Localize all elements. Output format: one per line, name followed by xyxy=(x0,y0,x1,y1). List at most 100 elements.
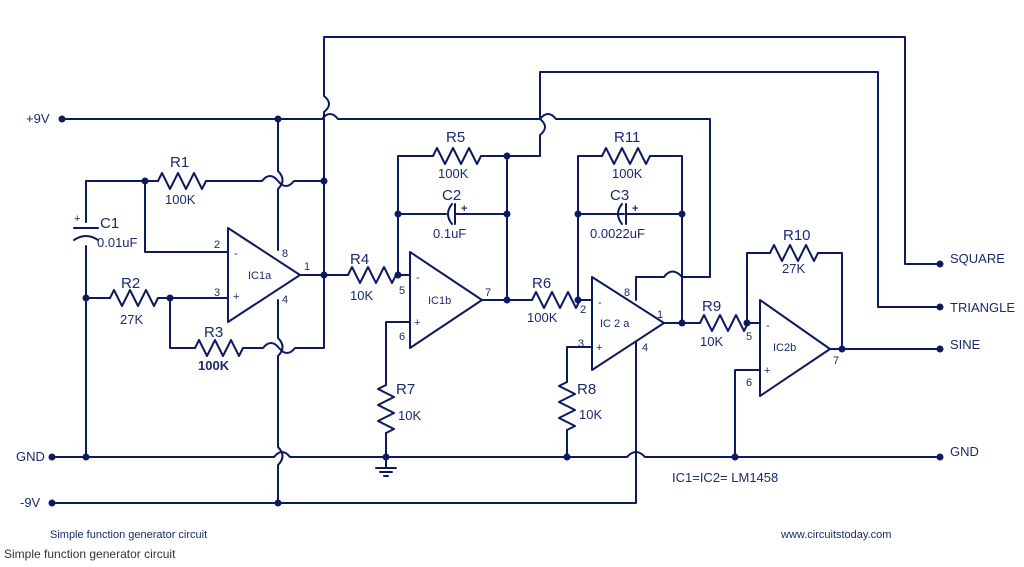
r9-value: 10K xyxy=(700,334,723,349)
rail-label-vneg: -9V xyxy=(20,495,41,510)
r11-left-wire xyxy=(577,155,603,301)
ic1a-supply-vneg xyxy=(277,299,284,504)
footer-title: Simple function generator circuit xyxy=(50,529,207,541)
c1-value: 0.01uF xyxy=(97,235,138,250)
c2-value: 0.1uF xyxy=(433,226,466,241)
resistor-r1 xyxy=(157,172,207,190)
r10-name: R10 xyxy=(783,227,811,244)
resistor-r3 xyxy=(194,339,244,357)
ic1a-pin-3: 3 xyxy=(214,287,220,299)
ic1a-inv-wire xyxy=(144,180,229,253)
r6-value: 100K xyxy=(527,310,558,325)
ic2b-label: IC2b xyxy=(773,342,796,354)
gnd-output-label: GND xyxy=(950,444,979,459)
triangle-terminal xyxy=(936,303,944,311)
triangle-label: TRIANGLE xyxy=(950,300,1015,315)
ic1b-label: IC1b xyxy=(428,295,451,307)
c1-name: C1 xyxy=(100,215,119,232)
ic1b-minus: - xyxy=(416,272,420,284)
rail-label-vpos: +9V xyxy=(26,111,50,126)
ic2b-minus: - xyxy=(766,320,770,332)
c3-value: 0.0022uF xyxy=(590,226,645,241)
sine-terminal xyxy=(936,345,944,353)
capacitor-c1: + xyxy=(73,213,99,241)
resistor-r11 xyxy=(601,147,651,165)
ic1a-label: IC1a xyxy=(248,270,272,282)
r7-name: R7 xyxy=(396,381,415,398)
c3-plus-sign: + xyxy=(632,203,638,215)
c1-plus-sign: + xyxy=(74,213,80,225)
rail-label-gnd: GND xyxy=(16,449,45,464)
triangle-output-wire xyxy=(506,71,941,308)
r1-value: 100K xyxy=(165,192,196,207)
resistor-r6 xyxy=(531,291,581,309)
ic1a-minus: - xyxy=(234,248,238,260)
resistor-r10 xyxy=(769,244,819,262)
ic2a-plus: + xyxy=(596,342,602,354)
resistor-r8 xyxy=(558,381,576,431)
r1-name: R1 xyxy=(170,154,189,171)
ic1b-pin-7: 7 xyxy=(485,287,491,299)
ic2a-supply-vpos xyxy=(635,270,711,278)
ic2b-plus: + xyxy=(764,365,770,377)
resistor-r4 xyxy=(347,266,397,284)
square-output-wire xyxy=(323,36,941,265)
r5-name: R5 xyxy=(446,129,465,146)
ic1a-pin-1: 1 xyxy=(304,261,310,273)
ic1a-supply-vpos xyxy=(277,118,284,251)
opamp-ic1b xyxy=(409,251,483,349)
r2-value: 27K xyxy=(120,312,143,327)
r10-right-wire xyxy=(817,252,843,350)
ic1b-pin-5: 5 xyxy=(399,285,405,297)
r2-name: R2 xyxy=(121,275,140,292)
sine-label: SINE xyxy=(950,337,981,352)
c2-plus-sign: + xyxy=(461,203,467,215)
c2-name: C2 xyxy=(442,187,461,204)
ic2a-pin-1: 1 xyxy=(657,309,663,321)
opamp-ic2a xyxy=(591,276,665,371)
r3-right-wire xyxy=(242,118,325,354)
r10-left-wire xyxy=(746,252,771,324)
ic1a-pin-2: 2 xyxy=(214,239,220,251)
r3-value: 100K xyxy=(198,358,230,373)
resistor-r7 xyxy=(377,384,395,434)
resistor-r9 xyxy=(699,314,749,332)
r5-value: 100K xyxy=(438,166,469,181)
r4-value: 10K xyxy=(350,288,373,303)
r11-right-wire xyxy=(649,155,683,323)
c3-name: C3 xyxy=(610,187,629,204)
capacitor-c2 xyxy=(447,203,456,225)
ic2a-pin-3: 3 xyxy=(578,338,584,350)
square-terminal xyxy=(936,260,944,268)
r3-left-wire xyxy=(169,297,196,349)
r8-name: R8 xyxy=(577,381,596,398)
ic2b-pin-5: 5 xyxy=(746,331,752,343)
ic1b-plus: + xyxy=(414,317,420,329)
opamp-ic2b xyxy=(759,299,831,397)
resistor-r2 xyxy=(109,289,159,307)
image-caption: Simple function generator circuit xyxy=(4,547,176,561)
ic1a-plus: + xyxy=(233,291,239,303)
opamp-ic1a xyxy=(227,227,301,323)
ic-note: IC1=IC2= LM1458 xyxy=(672,470,778,485)
r7-value: 10K xyxy=(398,408,421,423)
r11-name: R11 xyxy=(614,129,640,146)
square-label: SQUARE xyxy=(950,251,1005,266)
ic2b-noninv-wire xyxy=(734,369,761,458)
ic1a-pin-4: 4 xyxy=(282,294,288,306)
ic2a-pin-4: 4 xyxy=(642,342,648,354)
r4-name: R4 xyxy=(350,251,369,268)
negative-rail xyxy=(48,341,637,507)
r1-right-wire xyxy=(205,175,325,187)
ic2a-noninv-wire xyxy=(566,346,593,383)
r11-value: 100K xyxy=(612,166,643,181)
r8-value: 10K xyxy=(579,407,602,422)
r6-name: R6 xyxy=(532,275,551,292)
ic1b-pin-6: 6 xyxy=(399,331,405,343)
ic1b-noninv-wire xyxy=(385,321,411,386)
r3-name: R3 xyxy=(204,324,223,341)
ic2a-label: IC 2 a xyxy=(600,318,630,330)
r9-name: R9 xyxy=(702,298,721,315)
